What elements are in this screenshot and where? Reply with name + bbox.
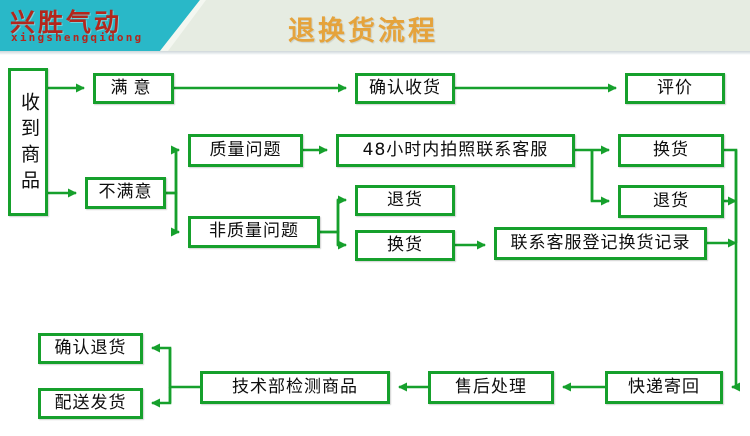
node-ship-back[interactable]: 快递寄回 bbox=[605, 371, 723, 404]
node-satisfied[interactable]: 满意 bbox=[93, 73, 174, 104]
node-photo-within-48h[interactable]: 48小时内拍照联系客服 bbox=[336, 134, 575, 167]
node-confirm-return[interactable]: 确认退货 bbox=[38, 333, 143, 364]
brand-name-cn: 兴胜气动 bbox=[10, 8, 123, 37]
flowchart-edges bbox=[48, 83, 740, 408]
node-non-quality-issue[interactable]: 非质量问题 bbox=[188, 216, 320, 248]
flowchart: 收到商品 满意 确认收货 评价 不满意 质量问题 48小时内拍照联系客服 换货 … bbox=[0, 55, 750, 436]
node-quality-issue[interactable]: 质量问题 bbox=[188, 134, 303, 167]
node-return-nonquality[interactable]: 退货 bbox=[355, 185, 455, 216]
node-exchange-nonquality[interactable]: 换货 bbox=[355, 230, 455, 261]
header-divider bbox=[0, 51, 750, 55]
node-review[interactable]: 评价 bbox=[625, 73, 725, 104]
node-exchange-quality[interactable]: 换货 bbox=[618, 134, 724, 167]
node-technical-inspection[interactable]: 技术部检测商品 bbox=[200, 371, 390, 404]
page-header: 兴胜气动 xingshengqidong 退换货流程 bbox=[0, 0, 750, 51]
node-after-sales[interactable]: 售后处理 bbox=[428, 371, 554, 404]
node-register-exchange-record[interactable]: 联系客服登记换货记录 bbox=[494, 227, 707, 260]
node-received[interactable]: 收到商品 bbox=[8, 68, 48, 216]
page-title: 退换货流程 bbox=[288, 16, 438, 47]
node-deliver-shipment[interactable]: 配送发货 bbox=[38, 388, 143, 419]
node-confirm-receipt[interactable]: 确认收货 bbox=[355, 73, 455, 104]
brand-name-pinyin: xingshengqidong bbox=[11, 31, 144, 44]
node-return-quality[interactable]: 退货 bbox=[618, 185, 724, 218]
node-unsatisfied[interactable]: 不满意 bbox=[85, 177, 166, 209]
